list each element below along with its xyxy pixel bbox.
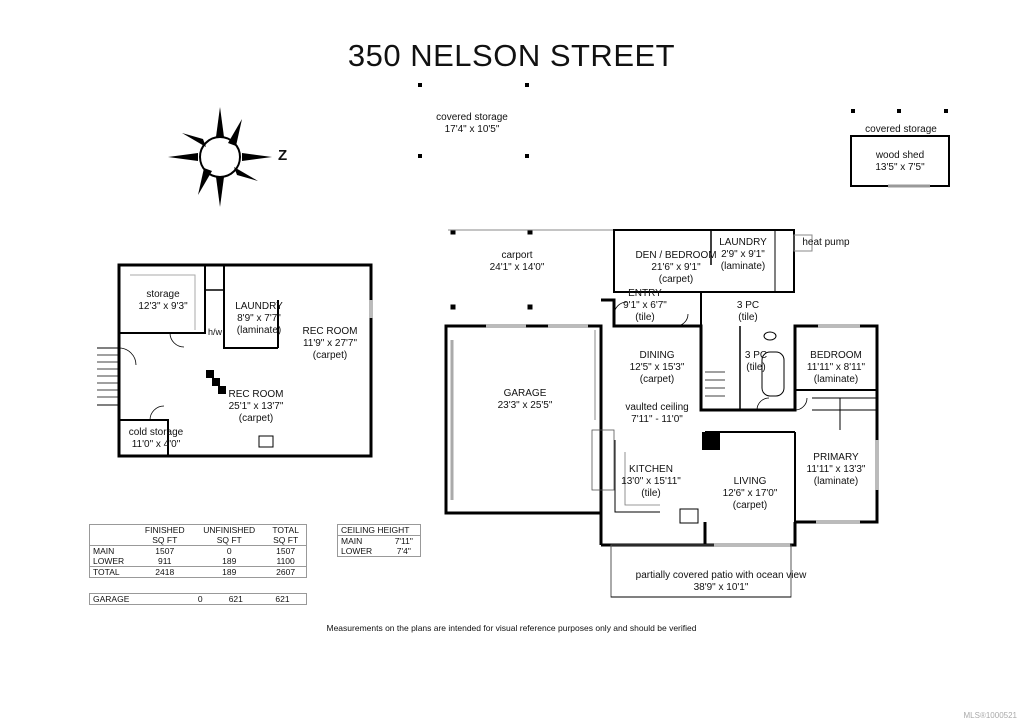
- cold-storage-label: cold storage 11'0" x 4'0": [128, 427, 184, 450]
- table-row: GARAGE 0 621 621: [93, 594, 290, 604]
- garage-label: GARAGE 23'3" x 25'5": [497, 388, 553, 411]
- den-bedroom-label: DEN / BEDROOM 21'6" x 9'1" (carpet): [635, 250, 717, 285]
- heat-pump-label: heat pump: [802, 237, 850, 248]
- rec-room-main-label: REC ROOM 25'1" x 13'7" (carpet): [228, 389, 284, 424]
- dining-label: DINING 12'5" x 15'3" (carpet): [629, 350, 685, 385]
- garage-area-table: GARAGE 0 621 621: [89, 593, 307, 605]
- compass-rose-icon: [168, 107, 272, 207]
- carport-label: carport 24'1" x 14'0": [489, 250, 545, 273]
- table-row: LOWER 7'4": [341, 546, 411, 556]
- hot-water-label: h/w: [207, 327, 222, 337]
- table-row: LOWER 911 189 1100: [93, 556, 295, 566]
- ceiling-height-table: CEILING HEIGHT MAIN 7'11" LOWER 7'4": [337, 524, 421, 557]
- vaulted-ceiling-label: vaulted ceiling 7'11" - 11'0": [625, 402, 689, 425]
- plan-title: 350 NELSON STREET: [347, 38, 676, 73]
- north-label: Z: [278, 147, 288, 164]
- patio-label: partially covered patio with ocean view …: [635, 570, 807, 593]
- covered-storage-shed-label: covered storage: [865, 124, 937, 135]
- area-summary-table: FINISHED UNFINISHED TOTAL SQ FT SQ FT SQ…: [89, 524, 307, 578]
- mls-number: MLS®1000521: [963, 711, 1018, 720]
- storage-lower-label: storage 12'3" x 9'3": [138, 289, 188, 312]
- kitchen-label: KITCHEN 13'0" x 15'11" (tile): [621, 464, 681, 499]
- entry-label: ENTRY 9'1" x 6'7" (tile): [623, 288, 667, 323]
- laundry-lower-label: LAUNDRY 8'9" x 7'7" (laminate): [235, 301, 283, 336]
- table-header-row: FINISHED UNFINISHED TOTAL: [144, 525, 299, 535]
- table-header-row: SQ FT SQ FT SQ FT: [152, 535, 299, 545]
- living-label: LIVING 12'6" x 17'0" (carpet): [722, 476, 778, 511]
- laundry-main-label: LAUNDRY 2'9" x 9'1" (laminate): [719, 237, 767, 272]
- table-row: TOTAL 2418 189 2607: [89, 566, 307, 578]
- bath-3pc-main-label: 3 PC (tile): [744, 350, 768, 373]
- primary-label: PRIMARY 11'11" x 13'3" (laminate): [806, 452, 866, 487]
- bedroom-label: BEDROOM 11'11" x 8'11" (laminate): [806, 350, 866, 385]
- bath-3pc-entry-label: 3 PC (tile): [736, 300, 760, 323]
- rec-room-right-label: REC ROOM 11'9" x 27'7" (carpet): [302, 326, 358, 361]
- table-row: MAIN 7'11": [341, 536, 413, 546]
- wood-shed-label: wood shed 13'5" x 7'5": [875, 150, 925, 173]
- table-row: MAIN 1507 0 1507: [89, 545, 307, 557]
- table-header-row: CEILING HEIGHT: [337, 525, 421, 536]
- disclaimer-text: Measurements on the plans are intended f…: [326, 623, 697, 633]
- covered-storage-top-label: covered storage 17'4" x 10'5": [436, 112, 508, 135]
